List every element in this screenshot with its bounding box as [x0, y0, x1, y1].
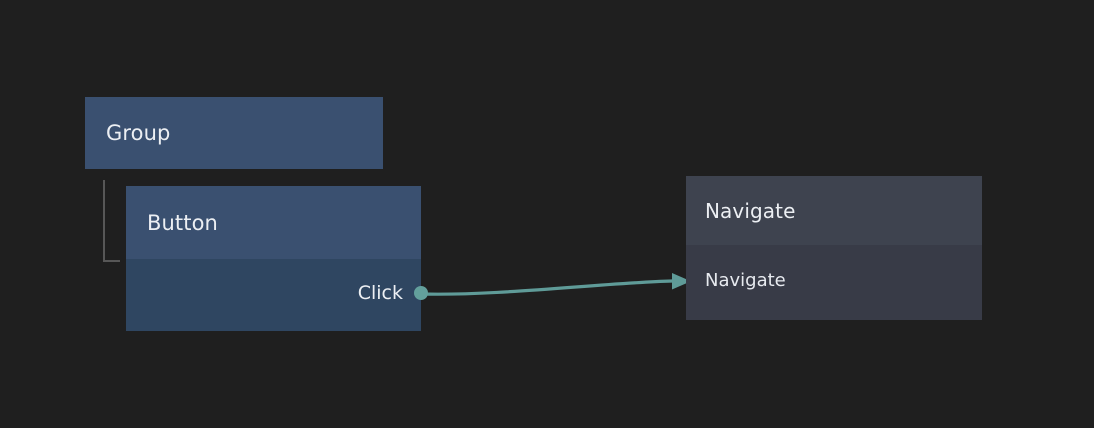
- node-button-title: Button: [147, 210, 218, 235]
- edge-path: [419, 279, 674, 296]
- node-button-header[interactable]: Button: [126, 186, 421, 259]
- edge-click-to-navigate[interactable]: [419, 273, 691, 296]
- input-port-navigate[interactable]: Navigate: [686, 268, 786, 292]
- node-navigate-body: Navigate: [686, 245, 982, 320]
- output-port-click-label: Click: [357, 282, 403, 304]
- node-group-header[interactable]: Group: [85, 97, 383, 169]
- node-button-body: Click: [126, 259, 428, 331]
- node-navigate-title: Navigate: [705, 198, 796, 223]
- tree-bracket-icon: [103, 180, 120, 262]
- input-port-navigate-label: Navigate: [705, 269, 786, 291]
- node-group-title: Group: [106, 121, 171, 145]
- node-navigate[interactable]: Navigate Navigate: [686, 176, 982, 320]
- node-button[interactable]: Button Click: [126, 186, 428, 331]
- node-group[interactable]: Group: [85, 97, 383, 169]
- output-port-click[interactable]: Click: [357, 281, 428, 305]
- output-port-click-dot-icon[interactable]: [414, 286, 428, 300]
- node-navigate-header[interactable]: Navigate: [686, 176, 982, 245]
